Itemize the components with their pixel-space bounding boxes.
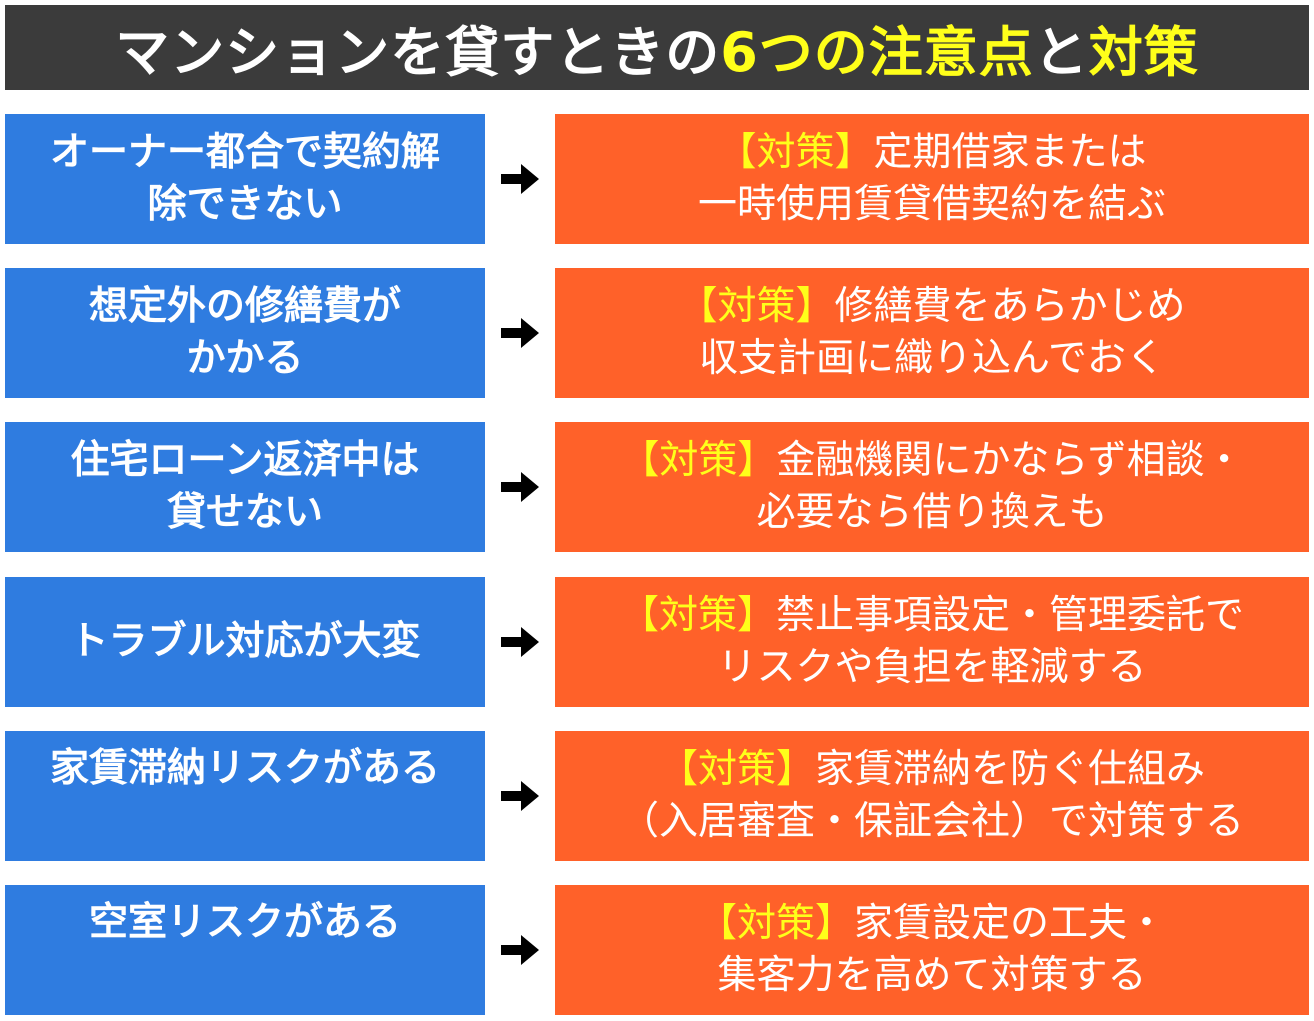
solution-text-line: 収支計画に織り込んでおく	[698, 336, 1166, 381]
solution-box: 【対策】金融機関にかならず相談・ 必要なら借り換えも	[555, 422, 1309, 552]
problem-text-line: 想定外の修繕費が	[88, 284, 401, 329]
problem-solution-row: 空室リスクがある 【対策】家賃設定の工夫・ 集客力を高めて対策する	[5, 885, 1309, 1015]
measure-tag: 【対策】	[658, 747, 815, 792]
title-highlight-cautions: 注意点	[868, 21, 1034, 84]
measure-tag: 【対策】	[697, 901, 854, 946]
solution-text-line: 家賃設定の工夫・	[854, 901, 1167, 946]
measure-tag: 【対策】	[620, 438, 777, 483]
problem-text-line: 空室リスクがある	[88, 900, 401, 945]
title-text: マンションを貸すときの	[115, 21, 721, 84]
problem-text-line: 家賃滞納リスクがある	[49, 746, 440, 791]
arrow-right-icon	[501, 164, 539, 194]
problem-box: 住宅ローン返済中は貸せない	[5, 422, 485, 552]
solution-box: 【対策】修繕費をあらかじめ 収支計画に織り込んでおく	[555, 268, 1309, 398]
problem-box: 空室リスクがある	[5, 885, 485, 1015]
measure-tag: 【対策】	[619, 593, 776, 638]
problem-text-line: トラブル対応が大変	[69, 619, 421, 664]
solution-text-line: （入居審査・保証会社）で対策する	[619, 799, 1244, 844]
solution-text-line: リスクや負担を軽減する	[717, 645, 1147, 690]
title-text-and: と	[1033, 21, 1089, 84]
arrow-right-icon	[501, 627, 539, 657]
arrow-right-icon	[501, 472, 539, 502]
solution-box: 【対策】禁止事項設定・管理委託で リスクや負担を軽減する	[555, 577, 1309, 707]
problem-solution-row: オーナー都合で契約解除できない 【対策】定期借家または 一時使用賃貸借契約を結ぶ	[5, 114, 1309, 244]
arrow-right-icon	[501, 935, 539, 965]
title-highlight-measures: 対策	[1088, 21, 1199, 84]
problem-solution-row: 想定外の修繕費がかかる 【対策】修繕費をあらかじめ 収支計画に織り込んでおく	[5, 268, 1309, 398]
problem-box: オーナー都合で契約解除できない	[5, 114, 485, 244]
problem-box: 家賃滞納リスクがある	[5, 731, 485, 861]
problem-text-line: 貸せない	[166, 490, 323, 535]
problem-solution-row: 住宅ローン返済中は貸せない 【対策】金融機関にかならず相談・ 必要なら借り換えも	[5, 422, 1309, 552]
problem-text-line: かかる	[186, 336, 304, 381]
arrow-right-icon	[501, 781, 539, 811]
solution-text-line: 金融機関にかならず相談・	[776, 438, 1244, 483]
solution-box: 【対策】家賃設定の工夫・ 集客力を高めて対策する	[555, 885, 1309, 1015]
problem-solution-row: 家賃滞納リスクがある 【対策】家賃滞納を防ぐ仕組み （入居審査・保証会社）で対策…	[5, 731, 1309, 861]
solution-box: 【対策】定期借家または 一時使用賃貸借契約を結ぶ	[555, 114, 1309, 244]
solution-text-line: 一時使用賃貸借契約を結ぶ	[697, 182, 1166, 227]
solution-text-line: 家賃滞納を防ぐ仕組み	[815, 747, 1206, 792]
solution-text-line: 必要なら借り換えも	[756, 490, 1108, 535]
problem-solution-row: トラブル対応が大変 【対策】禁止事項設定・管理委託で リスクや負担を軽減する	[5, 577, 1309, 707]
problem-text-line: オーナー都合で契約解	[49, 130, 440, 175]
problem-text-line: 除できない	[147, 182, 343, 227]
solution-text-line: 修繕費をあらかじめ	[834, 284, 1186, 329]
solution-box: 【対策】家賃滞納を防ぐ仕組み （入居審査・保証会社）で対策する	[555, 731, 1309, 861]
problem-box: トラブル対応が大変	[5, 577, 485, 707]
measure-tag: 【対策】	[717, 130, 874, 175]
arrow-right-icon	[501, 318, 539, 348]
problem-box: 想定外の修繕費がかかる	[5, 268, 485, 398]
solution-text-line: 禁止事項設定・管理委託で	[776, 593, 1245, 638]
problem-text-line: 住宅ローン返済中は	[70, 438, 420, 483]
title-highlight-count: 6つの	[720, 21, 869, 84]
measure-tag: 【対策】	[678, 284, 835, 329]
solution-text-line: 集客力を高めて対策する	[717, 953, 1147, 998]
solution-text-line: 定期借家または	[873, 130, 1147, 175]
